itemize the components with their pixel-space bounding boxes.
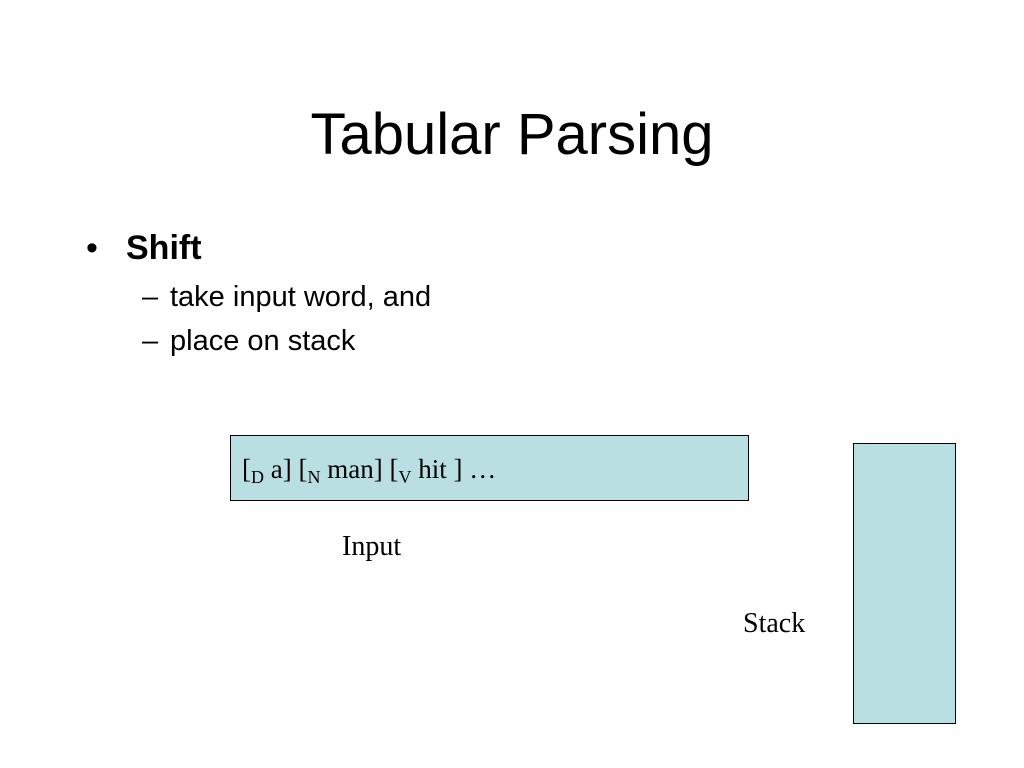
token-v-word: hit ] … — [411, 454, 497, 484]
sub-item-take-input: –take input word, and — [142, 279, 431, 315]
token-d-tag: D — [251, 467, 264, 487]
token-d-word: a] — [264, 454, 292, 484]
token-n-tag: N — [307, 467, 321, 487]
sub-item-text: place on stack — [170, 325, 356, 357]
token-n-word: man] — [320, 454, 383, 484]
token-d-open: [ — [242, 454, 251, 484]
bullet-text: Shift — [126, 229, 202, 267]
stack-label: Stack — [743, 608, 806, 639]
input-box: [D a] [N man] [V hit ] … — [230, 435, 749, 501]
token-v-tag: V — [398, 467, 412, 487]
input-label: Input — [342, 531, 402, 562]
bullet-shift: • Shift — [86, 226, 202, 270]
token-v-open: [ — [382, 454, 399, 484]
sub-item-place-on-stack: –place on stack — [142, 323, 355, 359]
sub-item-text: take input word, and — [170, 281, 432, 313]
stack-box — [853, 443, 956, 724]
sub-item-marker: – — [142, 281, 159, 313]
sub-item-marker: – — [142, 325, 159, 357]
slide-title: Tabular Parsing — [310, 102, 714, 167]
bullet-marker: • — [86, 229, 98, 267]
token-n-open: [ — [291, 454, 308, 484]
